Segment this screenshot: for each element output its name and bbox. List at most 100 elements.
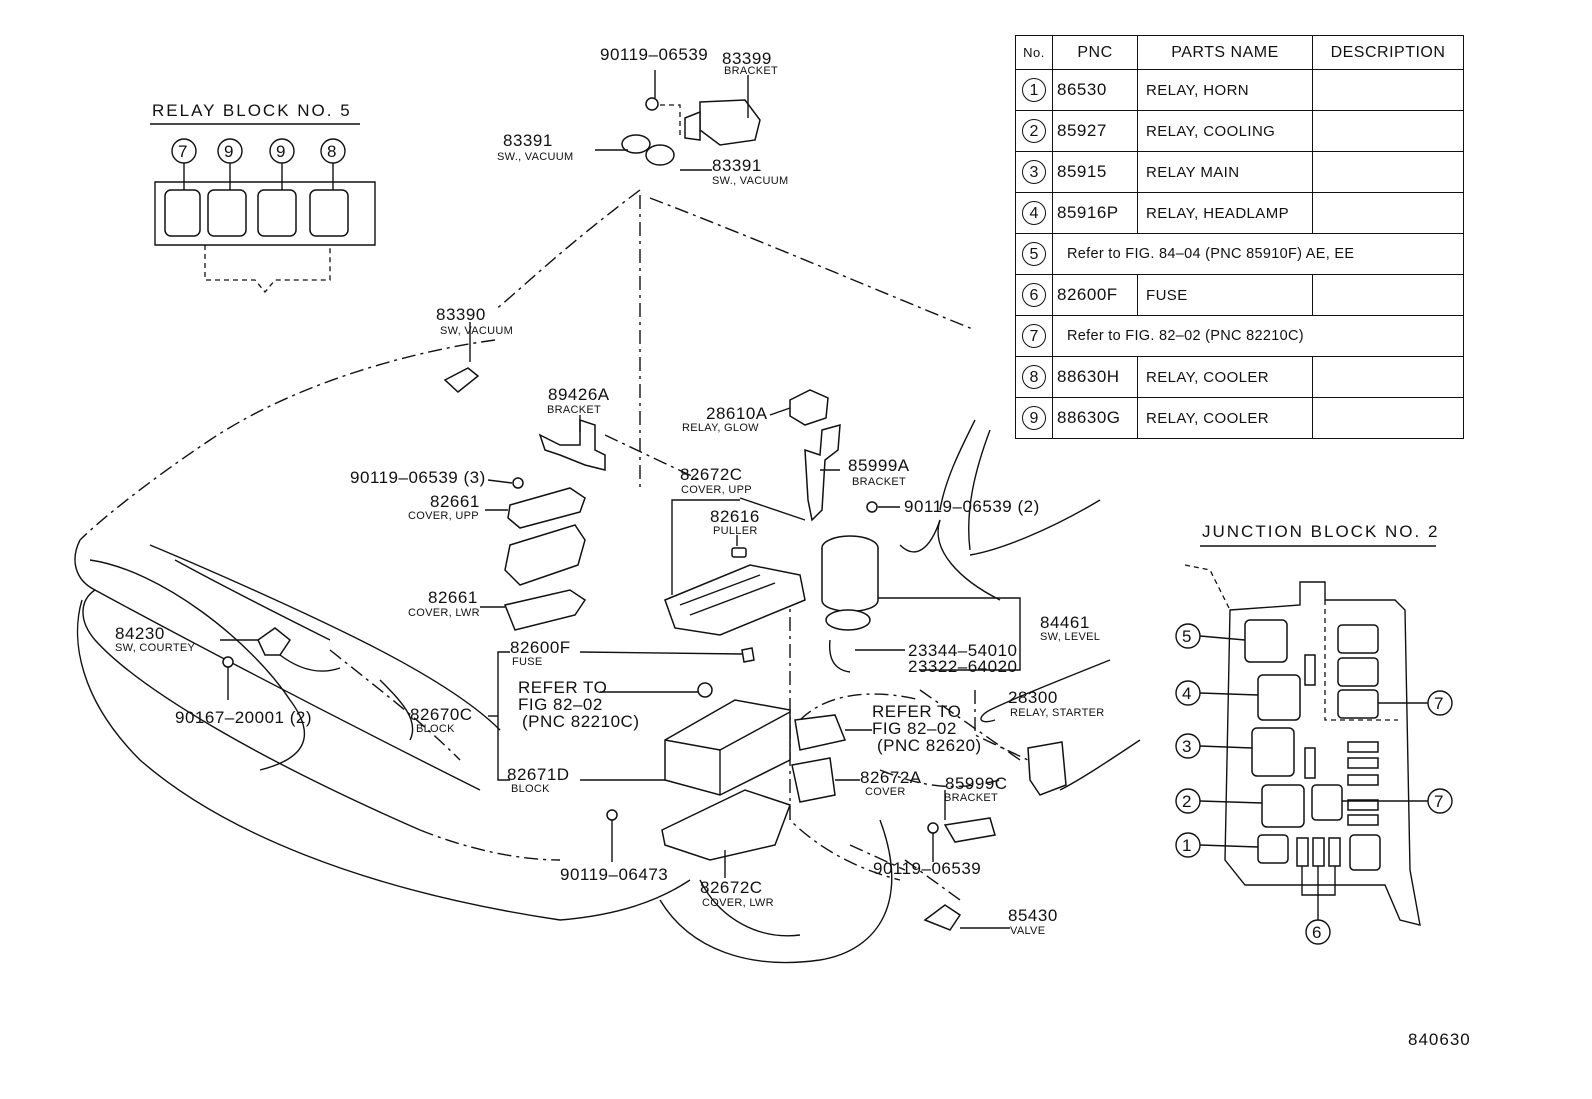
part-number: 83399	[722, 49, 772, 68]
parts-name-cell: RELAY, COOLER	[1137, 397, 1313, 439]
row-number: 3	[1022, 160, 1046, 184]
cover-upp-82672C	[664, 564, 806, 636]
part-description: COVER, UPP	[681, 484, 752, 496]
table-row: 2 85927 RELAY, COOLING	[1015, 110, 1464, 152]
part-number: 84461	[1040, 613, 1090, 632]
part-number: 82600F	[510, 638, 571, 657]
part-description: BRACKET	[944, 792, 998, 804]
part-description: PULLER	[713, 525, 758, 537]
cover-lwr-82661	[503, 589, 587, 631]
part-number: 28610A	[706, 404, 768, 423]
screws	[512, 477, 939, 834]
table-row: 7 Refer to FIG. 82–02 (PNC 82210C)	[1015, 315, 1464, 357]
svg-text:9: 9	[276, 142, 285, 161]
part-number: 82670C	[410, 705, 473, 724]
row-number: 8	[1022, 365, 1046, 389]
svg-text:3: 3	[1182, 737, 1191, 756]
svg-text:6: 6	[1312, 923, 1321, 942]
svg-text:7: 7	[1434, 694, 1443, 713]
table-row: 3 85915 RELAY MAIN	[1015, 151, 1464, 193]
part-number: 82661	[430, 492, 480, 511]
part-number: 85430	[1008, 906, 1058, 925]
bracket-85999A	[804, 423, 841, 522]
junction-callouts: 5 4 3 2 1 7 7 6	[1175, 623, 1453, 945]
pnc-cell: 86530	[1052, 69, 1138, 111]
part-number: 82616	[710, 507, 760, 526]
row-number: 9	[1022, 406, 1046, 430]
parts-name-cell: FUSE	[1137, 274, 1313, 316]
part-number: 82672A	[860, 768, 922, 787]
part-description: SW, LEVEL	[1040, 631, 1100, 643]
part-description: COVER	[865, 786, 906, 798]
part-number: 28300	[1008, 688, 1058, 707]
svg-text:5: 5	[1182, 627, 1191, 646]
parts-name-cell: RELAY, COOLING	[1137, 110, 1313, 152]
part-number: 82671D	[507, 765, 570, 784]
part-number: 83390	[436, 305, 486, 324]
refer-note-a-line2: FIG 82–02	[518, 695, 603, 714]
parts-name-cell: RELAY, HEADLAMP	[1137, 192, 1313, 234]
courtesy-switch-84230	[222, 627, 341, 672]
part-number: 90119–06539 (2)	[904, 497, 1040, 516]
part-number: 90167–20001 (2)	[175, 708, 312, 727]
parts-table: No. PNC PARTS NAME DESCRIPTION 1 86530 R…	[1015, 35, 1464, 439]
svg-text:1: 1	[1182, 836, 1191, 855]
part-number: 90119–06539	[873, 859, 981, 878]
row-number: 4	[1022, 201, 1046, 225]
junction-block-title: JUNCTION BLOCK NO. 2	[1202, 522, 1439, 541]
description-cell	[1312, 274, 1464, 316]
part-description: SW., VACUUM	[712, 175, 788, 187]
pnc-cell: 85916P	[1052, 192, 1138, 234]
part-description: BRACKET	[547, 404, 601, 416]
row-number: 7	[1022, 324, 1046, 348]
relay-slot-callout: 7 9 9 8	[171, 138, 346, 192]
level-switch-84461	[821, 535, 879, 673]
vacuum-switch-assembly	[621, 97, 761, 166]
part-description: COVER, LWR	[408, 607, 480, 619]
part-description: FUSE	[512, 656, 543, 668]
svg-text:7: 7	[1434, 792, 1443, 811]
svg-text:4: 4	[1182, 684, 1191, 703]
junction-block-no2: JUNCTION BLOCK NO. 2 5 4 3	[1175, 522, 1453, 945]
part-description: VALVE	[1010, 925, 1045, 937]
svg-text:2: 2	[1182, 792, 1191, 811]
part-number: 83391	[712, 156, 762, 175]
valve-85430	[923, 904, 962, 931]
refer-note-b-line2: FIG 82–02	[872, 719, 957, 738]
description-cell	[1312, 110, 1464, 152]
vehicle-body-outline	[74, 189, 1141, 964]
part-description: BRACKET	[852, 476, 906, 488]
part-description: BLOCK	[416, 723, 455, 735]
cover-upp-82661	[507, 487, 586, 529]
part-number: 23344–54010	[908, 641, 1018, 660]
svg-text:8: 8	[327, 142, 336, 161]
svg-text:9: 9	[224, 142, 233, 161]
part-number: 90119–06539 (3)	[350, 468, 486, 487]
table-row: 4 85916P RELAY, HEADLAMP	[1015, 192, 1464, 234]
row-number: 1	[1022, 78, 1046, 102]
row-number: 6	[1022, 283, 1046, 307]
part-number: 83391	[503, 131, 553, 150]
part-number: 85999C	[945, 774, 1008, 793]
table-row: 1 86530 RELAY, HORN	[1015, 69, 1464, 111]
part-number: 82672C	[700, 878, 763, 897]
column-header: DESCRIPTION	[1312, 35, 1464, 70]
pnc-cell: 85915	[1052, 151, 1138, 193]
part-description: COVER, UPP	[408, 510, 479, 522]
vacuum-switch-83390	[443, 367, 480, 393]
drawing-number: 840630	[1408, 1030, 1471, 1049]
part-description: RELAY, GLOW	[682, 422, 759, 434]
relay-connector	[697, 682, 713, 698]
part-description: COVER, LWR	[702, 897, 774, 909]
table-header-row: No. PNC PARTS NAME DESCRIPTION	[1015, 35, 1464, 70]
relay-starter-28300	[1027, 741, 1067, 796]
part-number: 84230	[115, 624, 165, 643]
part-number: 85999A	[848, 456, 910, 475]
part-number: 90119–06539	[600, 45, 708, 64]
bracket-85999C	[943, 817, 996, 843]
description-cell	[1312, 192, 1464, 234]
column-header: No.	[1015, 35, 1053, 70]
description-cell	[1312, 356, 1464, 398]
row-number: 2	[1022, 119, 1046, 143]
